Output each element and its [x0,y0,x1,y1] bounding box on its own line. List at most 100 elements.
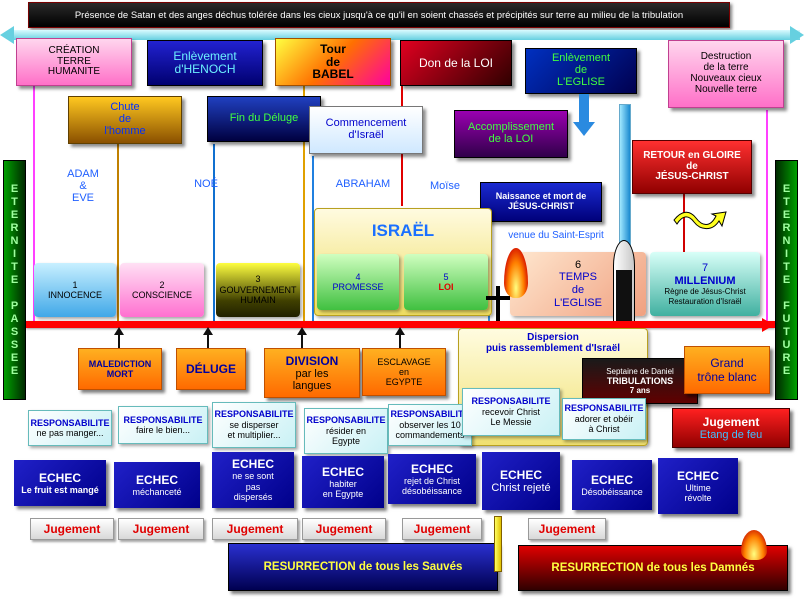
period-7-sub: Règne de Jésus-Christ Restauration d'Isr… [664,287,746,306]
period-5-name: LOI [438,282,454,292]
echec-5-text: rejet de Christ désobéissance [401,475,463,496]
babel-label: Tour de BABEL [312,41,354,82]
eternity-future-label: ETERNITE FUTURE [780,182,793,378]
echec-1-text: Le fruit est mangé [21,484,99,495]
up-arrow-icon [395,327,405,348]
destruction-label: Destruction de la terre Nouveaux cieux N… [690,51,762,95]
jugement-6: Jugement [528,518,606,540]
echec-3-title: ECHEC [231,457,274,472]
jugement-final-title: Jugement [702,415,760,429]
don-loi-box: Don de la LOI [400,40,512,86]
period-1: 1 INNOCENCE [34,263,116,317]
jugement-3: Jugement [212,518,298,540]
period-3-name: GOUVERNEMENT HUMAIN [219,284,297,306]
period-2: 2 CONSCIENCE [120,263,204,317]
septaine-line-2: TRIBULATIONS [606,376,674,386]
period-6-num: 6 [574,258,582,271]
responsabilite-5: RESPONSABILITE observer les 10 commandem… [388,404,472,446]
retour-label: RETOUR en GLOIRE de JÉSUS-CHRIST [643,149,741,183]
responsabilite-4-title: RESPONSABILITE [306,415,386,426]
echec-8-title: ECHEC [676,468,719,483]
grand-trone-label: Grand trône blanc [697,356,757,384]
echec-2-text: méchanceté [132,486,182,497]
creation-label: CRÉATION TERRE HUMANITE [47,44,101,78]
enoch-box: Enlèvement d'HENOCH [147,40,263,86]
esclavage-label: ESCLAVAGE en EGYPTE [377,357,431,387]
jugement-4: Jugement [302,518,386,540]
cross-bar-icon [486,296,510,300]
esclavage-box: ESCLAVAGE en EGYPTE [362,348,446,396]
rocket-body-icon [616,270,632,324]
responsabilite-7-title: RESPONSABILITE [564,403,644,414]
echec-3-text: ne se sont pas dispersés [232,471,274,503]
malediction-box: MALEDICTION MORT [78,348,162,390]
responsabilite-4: RESPONSABILITE résider en Egypte [304,408,388,454]
dispersion-label: Dispersion puis rassemblement d'Israël [485,332,621,354]
period-7-name: MILLENIUM [674,274,736,287]
division-sub: par les langues [292,368,332,392]
eternity-future-pillar: ETERNITE FUTURE [775,160,798,400]
arrow-head-right-icon [790,26,804,44]
moise-label: Moïse [430,180,460,192]
israel-title: ISRAËL [371,221,435,240]
naissance-label: Naissance et mort de JÉSUS-CHRIST [495,191,587,211]
banner-text: Présence de Satan et des anges déchus to… [74,9,684,21]
jugement-5: Jugement [402,518,482,540]
period-3-num: 3 [255,274,261,285]
responsabilite-7: RESPONSABILITE adorer et obéir à Christ [562,398,646,440]
resurrection-damnes: RESURRECTION de tous les Damnés [518,545,788,591]
period-2-name: CONSCIENCE [131,290,192,300]
responsabilite-6-title: RESPONSABILITE [471,396,551,407]
echec-8: ECHEC Ultime révolte [658,458,738,514]
period-1-num: 1 [72,279,78,290]
arrow-head-left-icon [0,26,14,44]
responsabilite-2-title: RESPONSABILITE [123,414,203,425]
chute-label: Chute de l'homme [104,101,146,137]
responsabilite-4-text: résider en Egypte [325,425,367,447]
responsabilite-2: RESPONSABILITE faire le bien... [118,406,208,444]
responsabilite-3-text: se disperser et multiplier... [227,419,281,441]
period-4-name: PROMESSE [332,282,384,292]
cross-icon [496,286,500,322]
responsabilite-1: RESPONSABILITE ne pas manger... [28,410,112,446]
echec-3: ECHEC ne se sont pas dispersés [212,452,294,508]
naissance-box: Naissance et mort de JÉSUS-CHRIST [480,182,602,222]
main-timeline [26,321,775,328]
connector-deluge [213,144,215,322]
noe-label: NOÉ [194,178,218,190]
period-7: 7 MILLENIUM Règne de Jésus-Christ Restau… [650,252,760,316]
period-6-name: TEMPS de L'EGLISE [554,271,602,309]
flame-icon [504,248,528,298]
division-box: DIVISION par les langues [264,348,360,398]
responsabilite-1-title: RESPONSABILITE [30,417,110,428]
deluge-label: DÉLUGE [185,362,236,376]
resurrection-sauves-label: RESURRECTION de tous les Sauvés [263,561,463,573]
division-title: DIVISION [285,354,339,368]
responsabilite-6-text: recevoir Christ Le Messie [481,406,540,428]
responsabilite-5-text: observer les 10 commandements [395,419,465,441]
don-loi-label: Don de la LOI [418,55,494,70]
eternity-top-arrow [10,30,800,40]
saint-esprit-label: venue du Saint-Esprit [508,230,604,241]
period-5-num: 5 [443,271,449,282]
timeline-arrow-head-icon [762,318,774,332]
responsabilite-5-title: RESPONSABILITE [390,409,470,420]
echec-7: ECHEC Désobéissance [572,460,652,510]
babel-box: Tour de BABEL [275,38,391,86]
israel-start-label: Commencement d'Israël [325,117,407,141]
adam-label: ADAM & EVE [67,168,99,205]
fin-deluge-label: Fin du Déluge [229,112,299,125]
echec-6: ECHEC Christ rejeté [482,452,560,510]
period-4: 4 PROMESSE [317,254,399,310]
responsabilite-7-text: adorer et obéir à Christ [574,413,634,435]
abraham-label: ABRAHAM [335,178,391,190]
enoch-label: Enlèvement d'HENOCH [173,49,237,76]
accomplissement-box: Accomplissement de la LOI [454,110,568,158]
jugement-2: Jugement [118,518,204,540]
echec-1: ECHEC Le fruit est mangé [14,460,106,506]
period-5: 5 LOI [404,254,488,310]
echec-6-title: ECHEC [499,467,542,482]
echec-8-text: Ultime révolte [684,482,712,503]
period-2-num: 2 [159,279,165,290]
up-arrow-icon [297,327,307,348]
